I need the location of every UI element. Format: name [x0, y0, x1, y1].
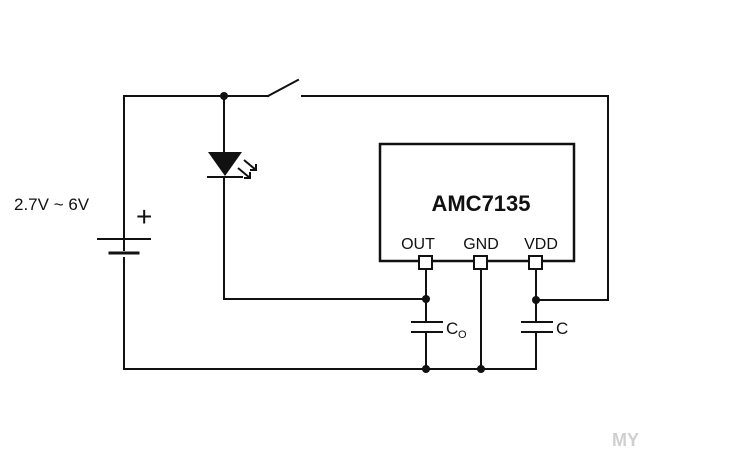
pin-gnd — [473, 255, 488, 270]
pin-vdd — [528, 255, 543, 270]
c-label: C — [556, 319, 568, 338]
supply-voltage-label: 2.7V ~ 6V — [14, 195, 90, 214]
bottom-ground-wire — [123, 257, 537, 370]
junction-dot-ground-gnd — [477, 365, 485, 373]
pin-out — [418, 255, 433, 270]
led-to-out-wire — [223, 176, 427, 300]
junction-dot-vdd — [532, 296, 540, 304]
junction-dot-out — [422, 295, 430, 303]
led-symbol — [208, 152, 242, 176]
watermark: MY — [612, 430, 639, 450]
pin-label-gnd: GND — [463, 236, 499, 253]
switch-blade — [266, 78, 300, 98]
pin-label-vdd: VDD — [524, 236, 558, 253]
battery-plus-sign: + — [136, 201, 152, 232]
junction-dot-led-top — [220, 92, 228, 100]
junction-dot-ground-co — [422, 365, 430, 373]
top-right-wire — [301, 95, 609, 301]
co-label: C — [446, 319, 458, 338]
chip-name: AMC7135 — [431, 191, 530, 216]
co-subscript: O — [458, 329, 467, 341]
light-arrows-icon — [237, 159, 257, 179]
pin-label-out: OUT — [401, 236, 435, 253]
